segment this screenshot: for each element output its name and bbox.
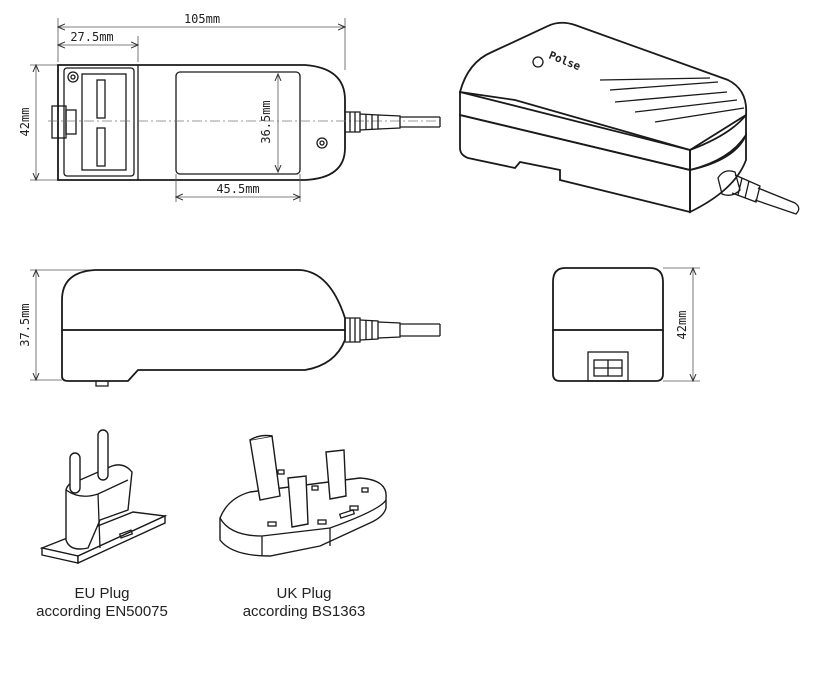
eu-plug-drawing	[39, 429, 168, 565]
iso-top-face	[458, 21, 748, 151]
iso-lower-body	[459, 113, 691, 214]
dim-length-label: 105mm	[184, 12, 220, 26]
adapter-body-top	[57, 64, 346, 181]
brand-logo-text: Polse	[547, 49, 583, 74]
end-body-top	[552, 267, 664, 331]
dim-width-top-label: 42mm	[18, 108, 32, 137]
eu-plug-standard: according EN50075	[36, 603, 168, 620]
label-area	[175, 71, 301, 175]
eu-plug-name: EU Plug	[74, 585, 129, 602]
dim-label-width-label: 45.5mm	[216, 182, 259, 196]
uk-plug-name: UK Plug	[276, 585, 331, 602]
side-body-top	[61, 269, 346, 331]
dim-width-end-label: 42mm	[675, 311, 689, 340]
uk-plug-standard: according BS1363	[243, 603, 366, 620]
top-view: 105mm 27.5mm 42mm 36.5mm 45.5mm	[18, 12, 441, 202]
dim-plug-offset-label: 27.5mm	[70, 30, 113, 44]
end-view: 42mm	[552, 267, 700, 381]
dim-height-side-label: 37.5mm	[18, 303, 32, 346]
uk-plug-drawing	[219, 434, 387, 557]
dim-label-height-label: 36.5mm	[259, 100, 273, 143]
isometric-view: Polse	[458, 21, 800, 215]
side-view: 37.5mm	[18, 269, 441, 387]
